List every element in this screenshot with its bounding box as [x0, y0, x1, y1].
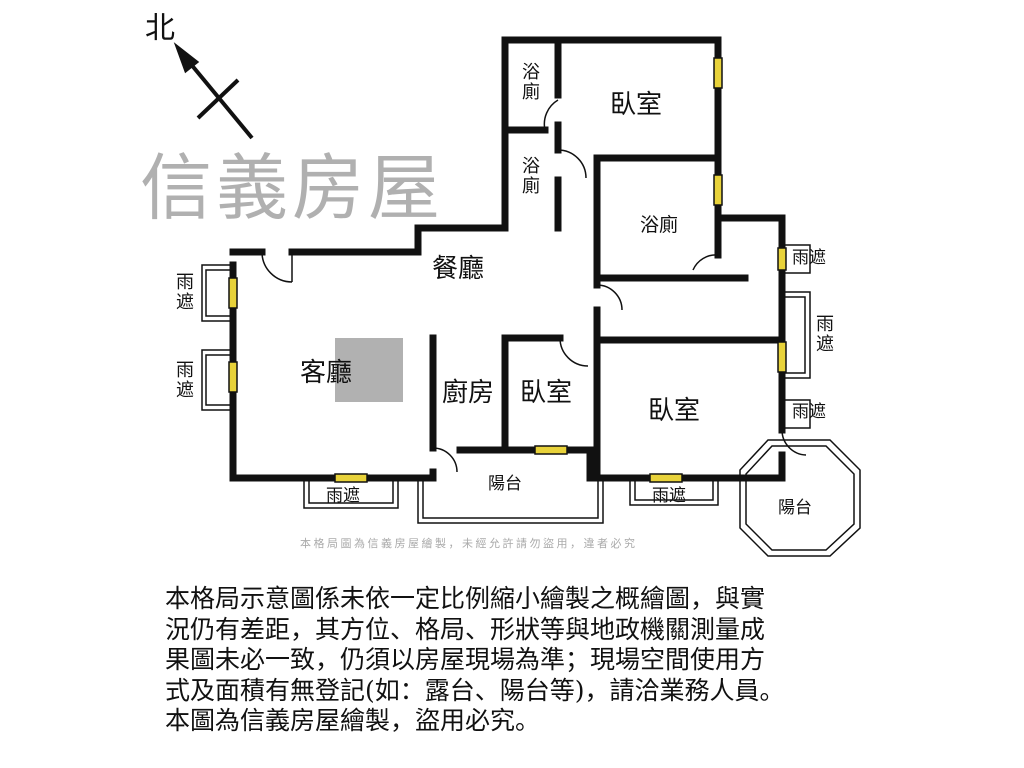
room-bedroom-small: 臥室	[520, 378, 573, 408]
disclaimer: 本格局示意圖係未依一定比例縮小繪製之概繪圖，與實 況仍有差距，其方位、格局、形狀…	[165, 584, 885, 737]
windows	[228, 57, 787, 483]
disclaimer-line: 本圖為信義房屋繪製，盜用必究。	[165, 706, 541, 735]
awning-left-1: 雨遮	[173, 272, 194, 312]
awning-right-1: 雨遮	[792, 248, 826, 268]
disclaimer-line: 式及面積有無登記(如：露台、陽台等)，請洽業務人員。	[165, 675, 785, 705]
disclaimer-line: 本格局示意圖係未依一定比例縮小繪製之概繪圖，與實	[165, 584, 766, 613]
room-bedroom-top: 臥室	[610, 90, 663, 120]
room-bath-3: 浴廁	[640, 214, 679, 236]
compass-arrow-icon	[173, 42, 254, 140]
room-living: 客廳	[300, 358, 353, 388]
awning-left-2: 雨遮	[173, 360, 194, 400]
north-label: 北	[145, 11, 175, 46]
watermark-notice: 本格局圖為信義房屋繪製，未經允許請勿盜用，違者必究	[300, 537, 638, 550]
room-kitchen: 廚房	[442, 378, 495, 408]
room-bath-1: 浴廁	[519, 62, 540, 102]
balcony-right: 陽台	[778, 498, 812, 518]
awning-right-2: 雨遮	[813, 314, 834, 354]
watermark-logo	[335, 338, 403, 402]
watermark-brand: 信義房屋	[140, 146, 445, 230]
disclaimer-line: 況仍有差距，其方位、格局、形狀等與地政機關測量成	[165, 614, 766, 644]
door-swings	[261, 99, 807, 473]
room-dining: 餐廳	[432, 254, 485, 284]
awning-bottom-1: 雨遮	[326, 486, 360, 506]
balcony-center: 陽台	[488, 474, 522, 494]
awning-bottom-2: 雨遮	[652, 486, 686, 506]
room-bedroom-right: 臥室	[648, 396, 701, 426]
room-bath-2: 浴廁	[519, 156, 540, 196]
awning-right-3: 雨遮	[792, 402, 826, 422]
disclaimer-line: 果圖未必一致，仍須以房屋現場為準；現場空間使用方	[165, 645, 766, 674]
